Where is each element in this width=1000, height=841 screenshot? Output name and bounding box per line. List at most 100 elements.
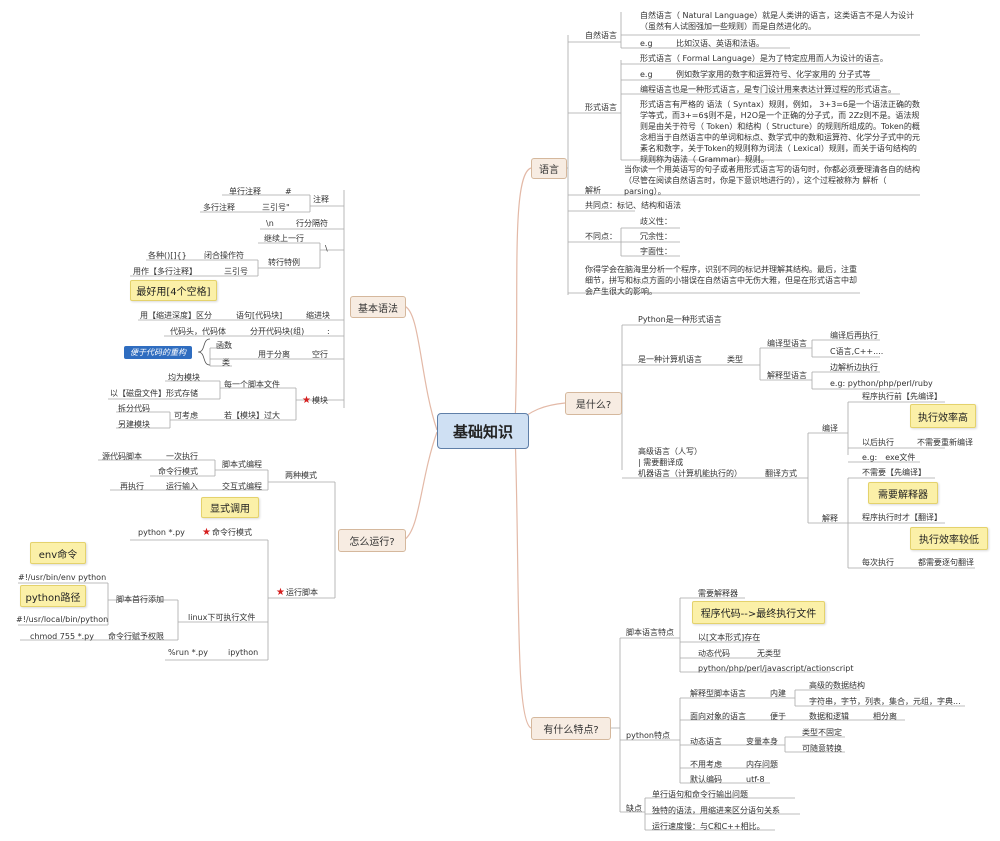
node-compile[interactable]: 编译 [822, 424, 838, 433]
node-code-group: 语句[代码块] [236, 311, 283, 320]
node-compiled-lang[interactable]: 编译型语言 [767, 339, 807, 348]
node-translate-mode[interactable]: 翻译方式 [765, 469, 797, 478]
node-run-input: 运行输入 [166, 482, 198, 491]
node-cons-speed: 运行速度慢：与C和C++相比。 [652, 822, 765, 831]
node-text-form: 以[文本形式]存在 [698, 633, 761, 642]
node-interp-lang[interactable]: 解释型语言 [767, 371, 807, 380]
node-diff-literalness: 字面性： [640, 247, 672, 256]
node-formal-syntax: 形式语言有严格的 语法（ Syntax）规则，例如， 3+3=6是一个语法正确的… [640, 100, 920, 164]
node-script-features[interactable]: 脚本语言特点 [626, 628, 674, 637]
node-too-big: 若【模块】过大 [224, 411, 280, 420]
node-memory: 内存问题 [746, 760, 778, 769]
node-continue-line: 继续上一行 [264, 234, 304, 243]
node-comment[interactable]: 注释 [313, 195, 329, 204]
node-close-operator: 闭合操作符 [204, 251, 244, 260]
note-explain-need-interpreter: 需要解释器 [868, 482, 938, 504]
node-explain-each: 每次执行 [862, 558, 894, 567]
note-python-path: python路径 [20, 585, 86, 607]
note-indent-4-spaces: 最好用[4个空格] [130, 280, 217, 301]
node-class: 类 [222, 358, 230, 367]
node-builtin: 内建 [770, 689, 786, 698]
note-code-flow: 程序代码-->最终执行文件 [692, 601, 825, 624]
node-var-self: 变量本身 [746, 737, 778, 746]
node-indent-block[interactable]: 缩进块 [306, 311, 330, 320]
node-formal-language[interactable]: 形式语言 [585, 103, 617, 112]
node-hash: # [285, 187, 292, 196]
node-natural-desc: 自然语言（ Natural Language）就是人类讲的语言，这类语言不是人为… [640, 11, 915, 31]
node-env-path: #!/usr/bin/env python [18, 573, 107, 582]
note-refactor: 便于代码的重构 [124, 346, 192, 359]
node-interp-eg: e.g: python/php/perl/ruby [830, 379, 933, 388]
node-chmod-desc: 命令行赋予权限 [108, 632, 164, 641]
node-formal-eg-value: 例如数学家用的数字和运算符号、化学家用的 分子式等 [676, 70, 871, 79]
node-interp-script: 解释型脚本语言 [690, 689, 746, 698]
node-indent-use: 用【缩进深度】区分 [140, 311, 212, 320]
node-run-again: 再执行 [120, 482, 144, 491]
node-type-unfixed: 类型不固定 [802, 728, 842, 737]
edge-center-features [514, 431, 532, 729]
node-local-path: #!/usr/local/bin/python [16, 615, 109, 624]
node-source-script: 源代码脚本 [102, 452, 142, 461]
node-parse[interactable]: 解析 [585, 186, 601, 195]
branch-syntax[interactable]: 基本语法 [350, 296, 406, 318]
node-module[interactable]: ★模块 [302, 395, 328, 406]
node-explain-runtime: 程序执行时才【翻译】 [862, 513, 942, 522]
node-blank-line[interactable]: 空行 [312, 350, 328, 359]
star-icon: ★ [276, 587, 285, 598]
edge-center-syntax [403, 305, 438, 431]
node-explain[interactable]: 解释 [822, 514, 838, 523]
node-natural-eg-value: 比如汉语、英语和法语。 [676, 39, 764, 48]
node-compile-later: 以后执行 [862, 438, 894, 447]
node-two-modes[interactable]: 两种模式 [285, 471, 317, 480]
node-formal-eg-key: e.g [640, 70, 653, 79]
node-need-interpreter: 需要解释器 [698, 589, 738, 598]
node-compile-no-recompile: 不需要重新编译 [917, 438, 973, 447]
node-colon-sep: 分开代码块(组) [250, 327, 305, 336]
branch-language[interactable]: 语言 [531, 158, 567, 179]
node-backslash[interactable]: \ [325, 244, 328, 253]
branch-what[interactable]: 是什么? [565, 392, 622, 415]
node-differences[interactable]: 不同点： [585, 232, 617, 241]
node-data-types: 字符串，字节，列表，集合，元组，字典... [809, 697, 961, 706]
node-oop: 面向对象的语言 [690, 712, 746, 721]
node-high-level[interactable]: 高级语言（人写） | 需要翻译成 机器语言（计算机能执行的） [638, 447, 742, 478]
node-each-script: 每一个脚本文件 [224, 380, 280, 389]
node-type[interactable]: 类型 [727, 355, 743, 364]
node-cons[interactable]: 缺点 [626, 804, 642, 813]
node-multi-comment: 多行注释 [203, 203, 235, 212]
node-run-script[interactable]: ★运行脚本 [276, 587, 318, 598]
branch-run[interactable]: 怎么运行? [338, 529, 406, 552]
node-explain-no-compile: 不需要【先编译】 [862, 468, 926, 477]
node-python-features[interactable]: python特点 [626, 731, 670, 740]
node-interactive: 交互式编程 [222, 482, 262, 491]
node-chmod: chmod 755 *.py [30, 632, 94, 641]
node-split-code: 拆分代码 [118, 404, 150, 413]
node-data-logic: 数据和逻辑 [809, 712, 849, 721]
node-script-langs: python/php/perl/javascript/actionscript [698, 664, 854, 673]
node-natural-language[interactable]: 自然语言 [585, 31, 617, 40]
central-topic-label: 基础知识 [452, 422, 513, 441]
note-compile-fast: 执行效率高 [910, 404, 976, 428]
node-colon[interactable]: : [327, 327, 330, 336]
node-common[interactable]: 共同点：标记、结构和语法 [585, 201, 681, 210]
node-first-line: 脚本首行添加 [116, 595, 164, 604]
node-cmd-mode-2: ★命令行模式 [202, 527, 252, 538]
node-escape-special: 转行特例 [268, 258, 300, 267]
node-diff-ambiguity: 歧义性： [640, 217, 672, 226]
central-topic[interactable]: 基础知识 [437, 413, 529, 449]
node-python-py: python *.py [138, 528, 185, 537]
note-explicit-call: 显式调用 [201, 497, 259, 518]
node-computer-language[interactable]: 是一种计算机语言 [638, 355, 702, 364]
node-hl-data: 高级的数据结构 [809, 681, 865, 690]
node-separate: 相分离 [873, 712, 897, 721]
node-is-module: 均为模块 [168, 373, 200, 382]
node-as-multiline-comment: 用作【多行注释】 [133, 267, 197, 276]
node-explain-line-by-line: 都需要逐句翻译 [918, 558, 974, 567]
note-env-command: env命令 [30, 542, 86, 564]
node-brackets: 各种()[]{} [148, 251, 187, 260]
node-one-exec: 一次执行 [166, 452, 198, 461]
node-compile-eg: e.g: exe文件 [862, 453, 916, 462]
branch-features[interactable]: 有什么特点? [531, 717, 611, 740]
node-python-formal[interactable]: Python是一种形式语言 [638, 315, 722, 324]
